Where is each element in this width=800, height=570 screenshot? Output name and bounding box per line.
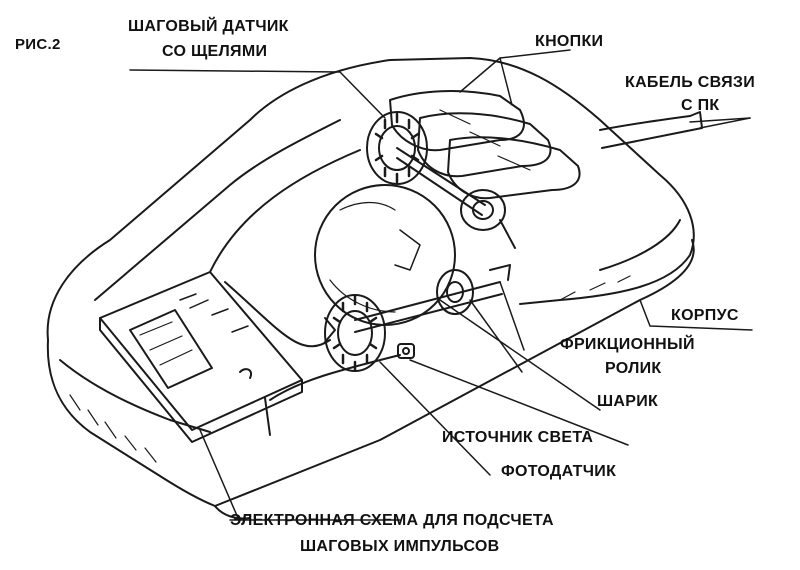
label-housing: КОРПУС: [671, 307, 739, 324]
label-ball: ШАРИК: [597, 393, 659, 410]
label-circuit-line2: ШАГОВЫХ ИМПУЛЬСОВ: [300, 538, 500, 555]
wires: [209, 149, 401, 436]
leader-lines: [129, 49, 753, 521]
upper-friction-roller: [460, 189, 516, 249]
label-roller-line2: РОЛИК: [605, 360, 662, 377]
lower-friction-roller: [436, 264, 511, 315]
optical-pair: [324, 317, 415, 359]
upper-encoder-disc: [366, 111, 486, 216]
label-step-sensor-line1: ШАГОВЫЙ ДАТЧИК: [128, 18, 289, 35]
label-circuit-line1: ЭЛЕКТРОННАЯ СХЕМА ДЛЯ ПОДСЧЕТА: [230, 512, 554, 529]
label-cable-line1: КАБЕЛЬ СВЯЗИ: [625, 74, 755, 91]
label-light-source: ИСТОЧНИК СВЕТА: [442, 429, 594, 446]
label-roller-line1: ФРИКЦИОННЫЙ: [560, 336, 695, 353]
label-photo-sensor: ФОТОДАТЧИК: [501, 463, 617, 480]
figure-title: РИС.2: [15, 36, 61, 53]
label-step-sensor-line2: СО ЩЕЛЯМИ: [162, 43, 268, 60]
mouse-buttons: [389, 90, 581, 200]
label-buttons: КНОПКИ: [535, 33, 604, 50]
circuit-board: [99, 271, 303, 443]
label-cable-line2: С ПК: [681, 97, 720, 114]
cable: [599, 111, 703, 149]
mouse-housing: [46, 57, 695, 520]
lower-encoder-disc: [324, 281, 503, 372]
